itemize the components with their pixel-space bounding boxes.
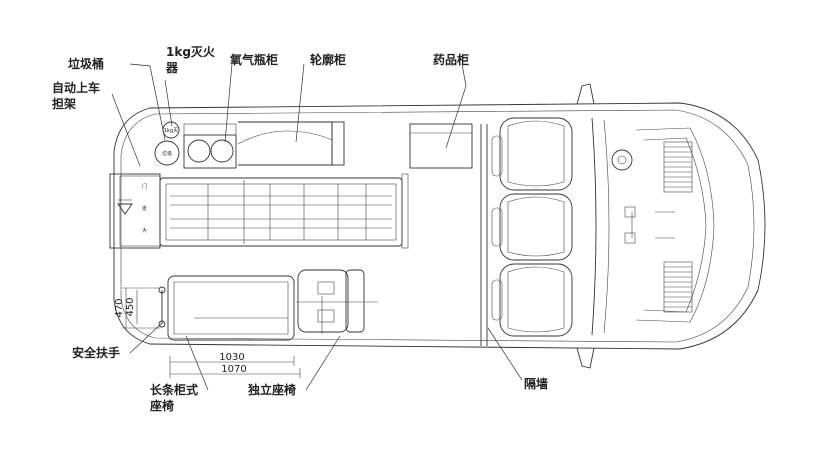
dim-1070: 1070 <box>221 364 246 375</box>
dashboard <box>591 117 715 336</box>
label-bench-1: 长条柜式 <box>150 382 198 397</box>
dimensions: 470 450 1030 1070 <box>114 287 301 378</box>
label-single-seat: 独立座椅 <box>247 382 296 397</box>
medicine-cabinet <box>409 123 473 169</box>
svg-text:门: 门 <box>142 183 147 190</box>
cab-seats <box>491 117 573 337</box>
safety-handrail <box>158 286 166 328</box>
stretcher: 门 走 大 <box>109 173 409 249</box>
bench-seat <box>167 275 295 341</box>
label-extinguisher-2: 器 <box>165 61 179 75</box>
svg-text:垃圾: 垃圾 <box>162 150 172 157</box>
vehicle-body <box>113 83 766 369</box>
label-extinguisher-1: 1kg灭火 <box>166 45 216 59</box>
label-stretcher-1: 自动上车 <box>52 80 100 95</box>
partition-wall <box>480 124 488 346</box>
svg-text:走: 走 <box>142 206 147 212</box>
front-grille <box>663 141 693 313</box>
label-trash-bin: 垃圾桶 <box>68 56 104 71</box>
leader-lines <box>111 63 523 391</box>
fire-extinguisher: 1kg灭 <box>162 121 180 139</box>
label-oxygen-cabinet: 氧气瓶柜 <box>229 52 278 67</box>
wheel-arch-cabinet <box>237 121 345 166</box>
dim-470: 470 <box>114 298 125 317</box>
label-wheel-arch-cabinet: 轮廓柜 <box>310 52 346 67</box>
trash-bin: 垃圾 <box>154 140 180 166</box>
dim-1030: 1030 <box>219 352 244 363</box>
svg-text:1kg灭: 1kg灭 <box>164 128 178 134</box>
label-partition: 隔墙 <box>524 376 548 391</box>
oxygen-cabinet <box>183 123 237 169</box>
svg-text:大: 大 <box>142 227 147 234</box>
label-handrail: 安全扶手 <box>72 345 120 360</box>
dim-450: 450 <box>125 297 136 316</box>
labels: 垃圾桶 1kg灭火 器 氧气瓶柜 轮廓柜 药品柜 自动上车 担架 安全扶手 长条… <box>52 45 548 413</box>
label-medicine-cabinet: 药品柜 <box>433 52 469 67</box>
single-seat <box>296 269 378 334</box>
label-stretcher-2: 担架 <box>52 96 76 111</box>
label-bench-2: 座椅 <box>149 398 174 413</box>
